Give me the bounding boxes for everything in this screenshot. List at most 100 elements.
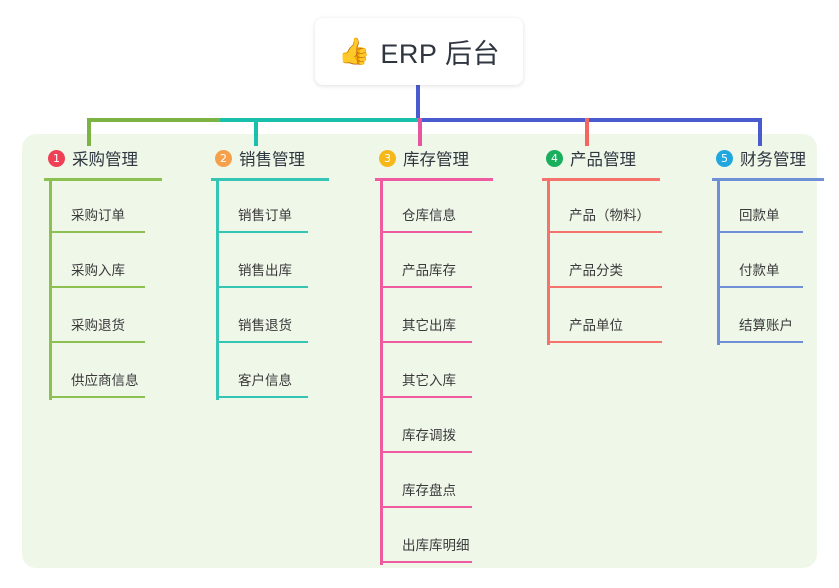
list-item-rule xyxy=(380,286,472,288)
column-title: 采购管理 xyxy=(72,151,138,169)
list-item[interactable]: 产品（物料） xyxy=(547,180,672,235)
list-item[interactable]: 库存盘点 xyxy=(380,455,482,510)
page-title: ERP 后台 xyxy=(380,39,500,69)
column-spine xyxy=(216,180,219,400)
list-item-label: 产品分类 xyxy=(569,263,623,278)
column-number-badge: 1 xyxy=(48,149,65,167)
list-item-label: 回款单 xyxy=(739,208,780,223)
column-header-inventory[interactable]: 3 库存管理 xyxy=(363,146,469,170)
column-purchase: 1 采购管理采购订单采购入库采购退货供应商信息 xyxy=(32,146,162,400)
list-item-rule xyxy=(216,396,308,398)
list-item[interactable]: 仓库信息 xyxy=(380,180,482,235)
list-item-label: 产品库存 xyxy=(402,263,456,278)
list-item-label: 结算账户 xyxy=(739,318,793,333)
list-item-label: 采购退货 xyxy=(71,318,125,333)
connector-drop-sales xyxy=(254,118,258,146)
list-item-label: 客户信息 xyxy=(238,373,292,388)
column-header-product[interactable]: 4 产品管理 xyxy=(530,146,636,170)
list-item[interactable]: 销售订单 xyxy=(216,180,318,235)
list-item[interactable]: 产品库存 xyxy=(380,235,482,290)
list-item-label: 产品单位 xyxy=(569,318,623,333)
connector-bar-blue xyxy=(418,118,762,122)
list-item-rule xyxy=(547,286,662,288)
list-item[interactable]: 回款单 xyxy=(717,180,813,235)
root-node-card[interactable]: 👍 ERP 后台 xyxy=(315,18,523,85)
list-item-rule xyxy=(380,341,472,343)
list-item-rule xyxy=(49,341,145,343)
connector-drop-finance xyxy=(758,118,762,146)
column-header-purchase[interactable]: 1 采购管理 xyxy=(32,146,138,170)
list-item-rule xyxy=(717,286,803,288)
list-item-label: 产品（物料） xyxy=(569,208,650,223)
list-item-label: 销售订单 xyxy=(238,208,292,223)
list-item[interactable]: 采购退货 xyxy=(49,290,155,345)
list-item[interactable]: 出库库明细 xyxy=(380,510,482,565)
list-item-label: 其它入库 xyxy=(402,373,456,388)
list-item[interactable]: 产品分类 xyxy=(547,235,672,290)
list-item[interactable]: 其它出库 xyxy=(380,290,482,345)
list-item-rule xyxy=(547,231,662,233)
connector-trunk xyxy=(416,85,420,120)
list-item-rule xyxy=(49,396,145,398)
connector-drop-purchase xyxy=(87,118,91,146)
column-title: 财务管理 xyxy=(740,151,806,169)
connector-bar-teal xyxy=(220,118,420,122)
list-item[interactable]: 付款单 xyxy=(717,235,813,290)
list-item[interactable]: 结算账户 xyxy=(717,290,813,345)
column-product: 4 产品管理产品（物料） 产品分类产品单位 xyxy=(530,146,662,345)
column-header-rule xyxy=(211,178,329,181)
list-item[interactable]: 产品单位 xyxy=(547,290,672,345)
column-title: 库存管理 xyxy=(403,151,469,169)
column-number-badge: 3 xyxy=(379,149,396,167)
list-item-label: 其它出库 xyxy=(402,318,456,333)
list-item[interactable]: 其它入库 xyxy=(380,345,482,400)
list-item-rule xyxy=(380,396,472,398)
connector-drop-product xyxy=(585,118,589,146)
connector-drop-inventory xyxy=(418,118,422,146)
column-spine xyxy=(49,180,52,400)
column-header-rule xyxy=(712,178,824,181)
list-item-rule xyxy=(216,231,308,233)
column-header-rule xyxy=(44,178,162,181)
list-item-rule xyxy=(49,231,145,233)
column-header-rule xyxy=(542,178,660,181)
column-inventory: 3 库存管理仓库信息产品库存其它出库其它入库库存调拨库存盘点出库库明细 xyxy=(363,146,493,565)
list-item-label: 仓库信息 xyxy=(402,208,456,223)
list-item-label: 库存调拨 xyxy=(402,428,456,443)
list-item-rule xyxy=(547,341,662,343)
list-item-label: 销售退货 xyxy=(238,318,292,333)
list-item-rule xyxy=(717,341,803,343)
list-item[interactable]: 销售出库 xyxy=(216,235,318,290)
list-item-label: 采购入库 xyxy=(71,263,125,278)
list-item-label: 库存盘点 xyxy=(402,483,456,498)
list-item[interactable]: 销售退货 xyxy=(216,290,318,345)
column-spine xyxy=(717,180,720,345)
list-item-rule xyxy=(380,451,472,453)
column-spine xyxy=(547,180,550,345)
board-panel xyxy=(22,134,817,568)
column-spine xyxy=(380,180,383,565)
connector-bar-green xyxy=(87,118,222,122)
list-item[interactable]: 供应商信息 xyxy=(49,345,155,400)
list-item[interactable]: 客户信息 xyxy=(216,345,318,400)
list-item-rule xyxy=(49,286,145,288)
list-item-label: 采购订单 xyxy=(71,208,125,223)
column-title: 销售管理 xyxy=(239,151,305,169)
list-item[interactable]: 采购入库 xyxy=(49,235,155,290)
list-item[interactable]: 库存调拨 xyxy=(380,400,482,455)
list-item-label: 供应商信息 xyxy=(71,373,139,388)
list-item-rule xyxy=(380,561,472,563)
list-item-label: 付款单 xyxy=(739,263,780,278)
list-item-rule xyxy=(216,341,308,343)
column-number-badge: 4 xyxy=(546,149,563,167)
list-item-rule xyxy=(717,231,803,233)
list-item-rule xyxy=(380,231,472,233)
list-item-label: 销售出库 xyxy=(238,263,292,278)
list-item[interactable]: 采购订单 xyxy=(49,180,155,235)
column-title: 产品管理 xyxy=(570,151,636,169)
column-header-rule xyxy=(375,178,493,181)
